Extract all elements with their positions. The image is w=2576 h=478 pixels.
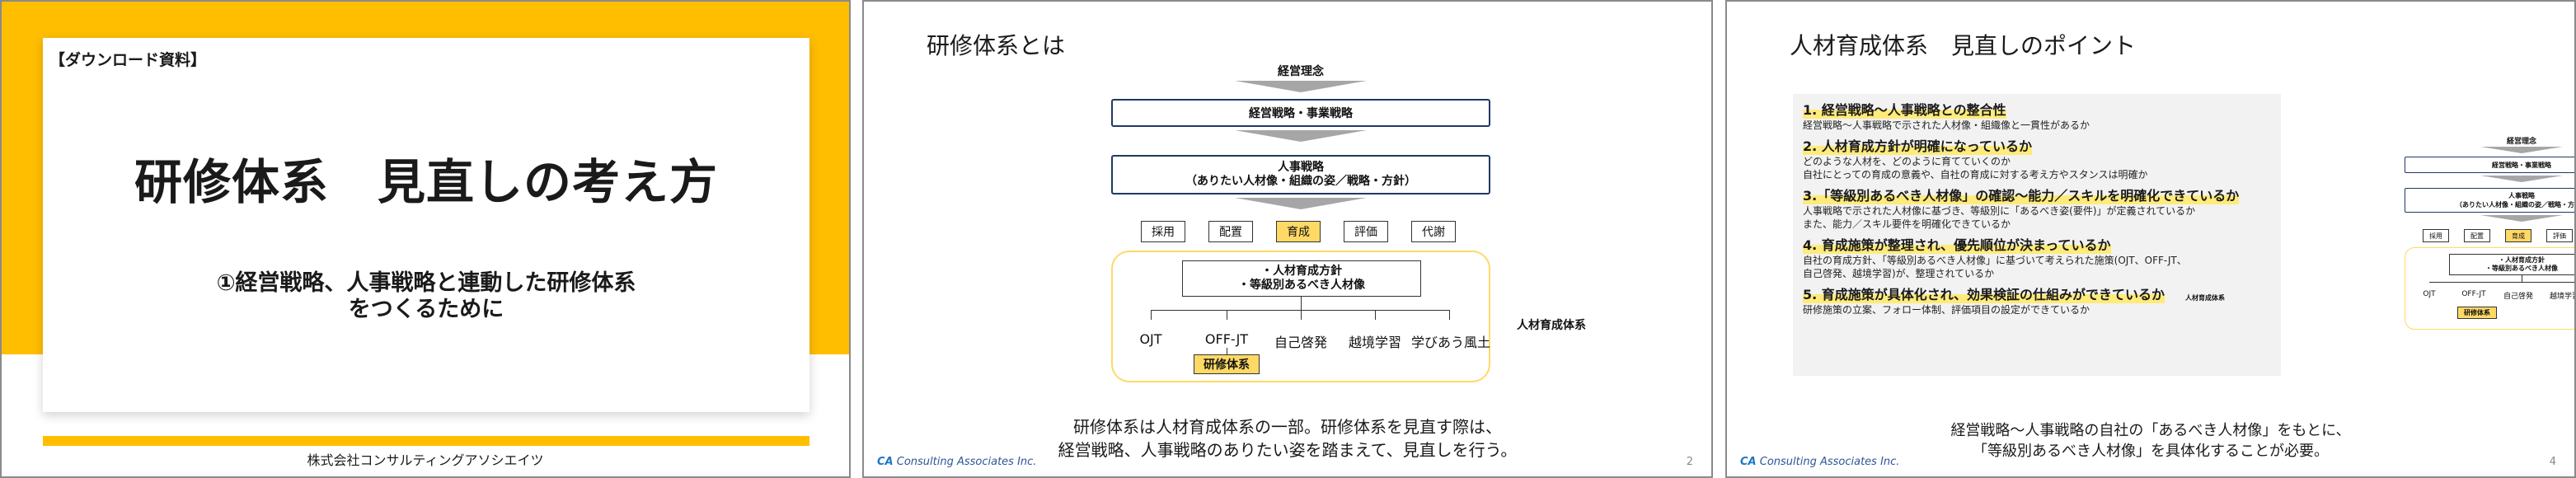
measure-ojt: OJT <box>2423 290 2436 298</box>
logo-mark: CA <box>1740 456 1757 468</box>
logo-mark: CA <box>877 456 894 468</box>
measure-off-jt: OFF-JT <box>2461 290 2486 298</box>
function-recruitment: 採用 <box>1141 221 1185 242</box>
development-policy-box: ・人材育成方針 ・等級別あるべき人材像 <box>2449 254 2574 275</box>
business-strategy-box: 経営戦略・事業戦略 <box>2405 157 2574 173</box>
hr-strategy-detail: （ありたい人材像・組織の姿／戦略・方針） <box>2456 201 2576 209</box>
cover-subtitle-line-2: をつくるために <box>348 297 504 322</box>
measure-off-jt: OFF-JT <box>1204 331 1249 347</box>
yellow-footer-bar <box>43 436 809 446</box>
connector-line <box>1375 310 1376 320</box>
connector-line <box>1301 310 1302 320</box>
logo-text: Consulting Associates Inc. <box>1756 456 1900 468</box>
review-point: 4. 育成施策が整理され、優先順位が決まっているか 自社の育成方針、「等級別ある… <box>1803 237 2271 280</box>
function-recruitment: 採用 <box>2423 229 2449 242</box>
cover-subtitle-line-1: ①経営戦略、人事戦略と連動した研修体系 <box>216 270 636 296</box>
hr-development-system-label: 人材育成体系 <box>2185 294 2225 302</box>
slide-heading: 人材育成体系 見直しのポイント <box>1790 32 2137 59</box>
connector-line <box>1301 297 1302 310</box>
development-policy-box: ・人材育成方針 ・等級別あるべき人材像 <box>1182 260 1421 297</box>
review-point: 3.「等級別あるべき人材像」の確認～能力／スキルを明確化できているか 人事戦略で… <box>1803 188 2271 231</box>
down-arrow-icon <box>1235 81 1367 92</box>
review-point-title: 4. 育成施策が整理され、優先順位が決まっているか <box>1803 237 2111 254</box>
review-point-title: 5. 育成施策が具体化され、効果検証の仕組みができているか <box>1803 287 2165 303</box>
measure-learning-culture: 学びあう風土 <box>1410 335 1490 350</box>
page-number: 2 <box>1686 456 1693 468</box>
function-placement: 配置 <box>2464 229 2490 242</box>
review-point-detail: 自社にとっての育成の意義や、自社の育成に対する考え方やスタンスは明確か <box>1803 169 2148 180</box>
grade-ideal-profile-text: ・等級別あるべき人材像 <box>2485 265 2558 272</box>
slide-heading: 研修体系とは <box>927 32 1066 59</box>
training-system-box: 研修体系 <box>2457 307 2497 319</box>
connector-line <box>1151 310 1152 320</box>
review-point-detail: 経営戦略～人事戦略で示された人材像・組織像と一貫性があるか <box>1803 120 2090 131</box>
review-point: 5. 育成施策が具体化され、効果検証の仕組みができているか 研修施策の立案、フォ… <box>1803 287 2271 316</box>
review-point-title: 2. 人材育成方針が明確になっているか <box>1803 138 2032 155</box>
slide-caption: 経営戦略～人事戦略の自社の「あるべき人材像」をもとに、 「等級別あるべき人材像」… <box>1727 420 2574 462</box>
review-points-panel: 1. 経営戦略～人事戦略との整合性 経営戦略～人事戦略で示された人材像・組織像と… <box>1793 94 2281 376</box>
training-system-box: 研修体系 <box>1194 354 1260 374</box>
function-development: 育成 <box>2505 229 2531 242</box>
connector-line <box>2429 282 2574 283</box>
review-point-detail: どのような人材を、どのように育てていくのか <box>1803 156 2011 167</box>
slide-3: 人材育成体系 見直しのポイント 1. 経営戦略～人事戦略との整合性 経営戦略～人… <box>1725 0 2576 478</box>
company-logo: CA Consulting Associates Inc. <box>1740 456 1899 468</box>
review-point: 2. 人材育成方針が明確になっているか どのような人材を、どのように育てていくの… <box>1803 138 2271 181</box>
connector-line <box>1449 310 1450 320</box>
management-philosophy-label: 経営理念 <box>1278 65 1324 78</box>
down-arrow-icon <box>2480 147 2563 153</box>
hr-strategy-title: 人事戦略 <box>1278 161 1324 174</box>
hr-strategy-detail: （ありたい人材像・組織の姿／戦略・方針） <box>1185 175 1416 188</box>
caption-line-2: 「等級別あるべき人材像」を具体化することが必要。 <box>1973 443 2329 460</box>
logo-text: Consulting Associates Inc. <box>893 456 1037 468</box>
page-number: 4 <box>2549 456 2556 468</box>
down-arrow-icon <box>2480 176 2563 182</box>
function-placement: 配置 <box>1208 221 1253 242</box>
measure-cross-border-learning: 越境学習 <box>2549 293 2574 301</box>
review-point: 1. 経営戦略～人事戦略との整合性 経営戦略～人事戦略で示された人材像・組織像と… <box>1803 102 2271 132</box>
caption-line-1: 研修体系は人材育成体系の一部。研修体系を見直す際は、 <box>1073 417 1502 437</box>
function-evaluation: 評価 <box>2546 229 2573 242</box>
slide-2: 研修体系とは 経営理念 経営戦略・事業戦略 人事戦略 （ありたい人材像・組織の姿… <box>862 0 1713 478</box>
cover-title: 研修体系 見直しの考え方 <box>134 154 718 210</box>
connector-line <box>1151 310 1449 311</box>
hr-development-diagram-small: 人材育成体系 経営理念 経営戦略・事業戦略 人事戦略 （ありたい人材像・組織の姿… <box>2185 132 2574 346</box>
review-point-detail: 研修施策の立案、フォロー体制、評価項目の設定ができているか <box>1803 304 2090 316</box>
down-arrow-icon <box>2480 215 2563 222</box>
function-turnover: 代謝 <box>1411 221 1456 242</box>
measure-ojt: OJT <box>1139 331 1162 347</box>
review-point-detail: 自社の育成方針、「等級別あるべき人材像」に基づいて考えられた施策(OJT、OFF… <box>1803 255 2187 266</box>
company-name: 株式会社コンサルティングアソシエイツ <box>307 452 544 468</box>
caption-line-2: 経営戦略、人事戦略のありたい姿を踏まえて、見直しを行う。 <box>1058 440 1518 460</box>
hr-development-diagram: 経営理念 経営戦略・事業戦略 人事戦略 （ありたい人材像・組織の姿／戦略・方針）… <box>1111 59 1622 389</box>
function-development: 育成 <box>1276 221 1321 242</box>
review-point-title: 3.「等級別あるべき人材像」の確認～能力／スキルを明確化できているか <box>1803 188 2240 204</box>
caption-line-1: 経営戦略～人事戦略の自社の「あるべき人材像」をもとに、 <box>1950 422 2351 439</box>
development-policy-text: ・人材育成方針 <box>1261 265 1342 278</box>
slide-1: 【ダウンロード資料】 研修体系 見直しの考え方 ①経営戦略、人事戦略と連動した研… <box>0 0 851 478</box>
hr-strategy-box: 人事戦略 （ありたい人材像・組織の姿／戦略・方針） <box>2405 188 2576 213</box>
slide-caption: 研修体系は人材育成体系の一部。研修体系を見直す際は、 経営戦略、人事戦略のありた… <box>864 415 1711 462</box>
management-philosophy-label: 経営理念 <box>2506 138 2536 146</box>
download-tag: 【ダウンロード資料】 <box>49 51 207 69</box>
function-evaluation: 評価 <box>1344 221 1388 242</box>
review-point-detail: 人事戦略で示された人材像に基づき、等級別に「あるべき姿(要件)」が定義されている… <box>1803 205 2196 217</box>
title-card: 【ダウンロード資料】 研修体系 見直しの考え方 ①経営戦略、人事戦略と連動した研… <box>43 38 809 412</box>
grade-ideal-profile-text: ・等級別あるべき人材像 <box>1238 279 1365 292</box>
review-point-title: 1. 経営戦略～人事戦略との整合性 <box>1803 102 2006 119</box>
review-point-detail: また、能力／スキル要件を明確化できているか <box>1803 218 2011 230</box>
hr-strategy-box: 人事戦略 （ありたい人材像・組織の姿／戦略・方針） <box>1111 155 1490 194</box>
measure-self-development: 自己啓発 <box>2503 293 2533 301</box>
down-arrow-icon <box>1235 130 1367 142</box>
measure-self-development: 自己啓発 <box>1274 335 1327 350</box>
company-logo: CA Consulting Associates Inc. <box>877 456 1036 468</box>
cover-subtitle: ①経営戦略、人事戦略と連動した研修体系 をつくるために <box>43 270 809 323</box>
business-strategy-box: 経営戦略・事業戦略 <box>1111 99 1490 127</box>
hr-development-system-label: 人材育成体系 <box>1517 319 1586 332</box>
hr-strategy-title: 人事戦略 <box>2508 192 2535 199</box>
measure-cross-border-learning: 越境学習 <box>1348 335 1401 350</box>
review-point-detail: 自己啓発、越境学習)が、整理されているか <box>1803 268 1995 279</box>
down-arrow-icon <box>1235 198 1367 209</box>
development-policy-text: ・人材育成方針 <box>2499 256 2545 264</box>
